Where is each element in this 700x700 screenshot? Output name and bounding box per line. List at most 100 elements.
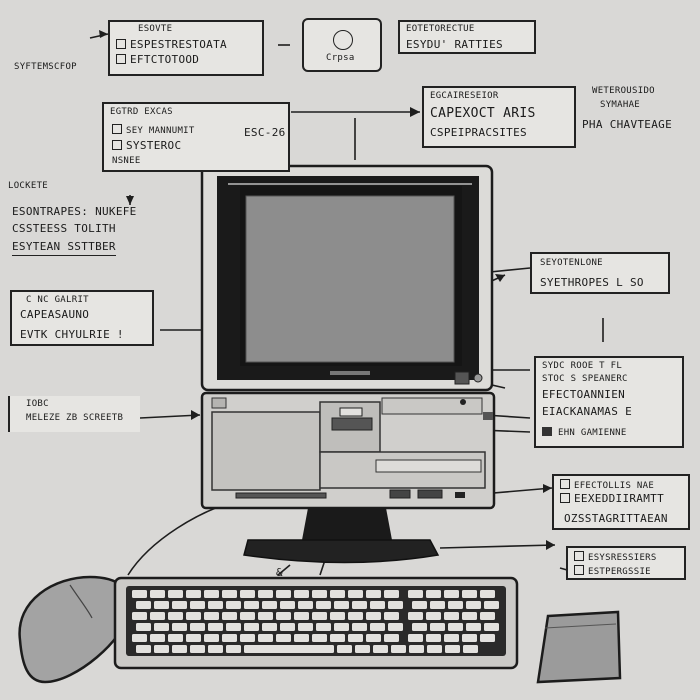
callout-top-left-line-3: EFTCTOTOOD [116, 53, 199, 66]
keyboard-key [370, 601, 385, 609]
keyboard-key [244, 601, 259, 609]
keyboard-key [348, 612, 363, 620]
callout-right-drive-line-3: EFECTOANNIEN [542, 388, 626, 401]
keyboard-key [172, 601, 187, 609]
keyboard-key [426, 590, 441, 598]
keyboard-key [204, 634, 219, 642]
keyboard-key [373, 645, 388, 653]
callout-mid-left-line-4: NSNEE [112, 156, 141, 166]
keyboard [113, 576, 519, 670]
keyboard-key [466, 623, 481, 631]
keyboard-key [430, 601, 445, 609]
keyboard-key [391, 645, 406, 653]
callout-top-center-text: Crpsa [326, 53, 355, 63]
keyboard-key [444, 634, 459, 642]
keyboard-key [186, 634, 201, 642]
callout-top-right-line-2: ESYDU' RATTIES [406, 38, 503, 51]
keyboard-key [312, 590, 327, 598]
keyboard-key [352, 623, 367, 631]
keyboard-key [258, 590, 273, 598]
callout-left-mouse: IOBC MELEZE ZB SCREETB [8, 396, 140, 432]
callout-mid-left-line-2: SEY MANNUMIT [112, 124, 195, 137]
keyboard-key [444, 590, 459, 598]
keyboard-key [150, 612, 165, 620]
keyboard-key [154, 623, 169, 631]
keyboard-key [208, 645, 223, 653]
keyboard-key [480, 612, 495, 620]
keyboard-key [190, 601, 205, 609]
keyboard-key [466, 601, 481, 609]
callout-far-right-line-2: SYMAHAE [600, 100, 641, 110]
keyboard-key [480, 634, 495, 642]
callout-right-bottom: ESYSRESSIERS ESTPERGSSIE [566, 546, 686, 580]
callout-right-drive-line-1: SYDC ROOE T FL [542, 361, 623, 371]
keyboard-key [298, 601, 313, 609]
label-lockete: LOCKETE [8, 181, 49, 191]
callout-left-memory: C NC GALRIT CAPEASAUNO EVTK CHYULRIE ! [10, 290, 154, 346]
keyboard-key [348, 590, 363, 598]
callout-top-right: EOTETORECTUE ESYDU' RATTIES [398, 20, 536, 54]
arrow-mark: & [276, 566, 283, 579]
keyboard-key [480, 590, 495, 598]
keyboard-key [262, 601, 277, 609]
keyboard-key [355, 645, 370, 653]
keyboard-key [352, 601, 367, 609]
keyboard-key [444, 612, 459, 620]
keyboard-key [240, 634, 255, 642]
keyboard-key [168, 590, 183, 598]
keyboard-key [348, 634, 363, 642]
keyboard-key [430, 623, 445, 631]
keyboard-key [186, 612, 201, 620]
keyboard-key [334, 601, 349, 609]
keyboard-key [409, 645, 424, 653]
keyboard-key [168, 634, 183, 642]
keyboard-key [312, 612, 327, 620]
keyboard-key [226, 623, 241, 631]
keyboard-key [484, 623, 499, 631]
keyboard-key [448, 601, 463, 609]
callout-left-storage-line-3: ESYTEAN SSTTBER [12, 240, 116, 256]
keyboard-key [226, 601, 241, 609]
keyboard-key [276, 590, 291, 598]
drive-icon [542, 427, 552, 436]
keyboard-key [136, 623, 151, 631]
keyboard-key [330, 590, 345, 598]
keyboard-key [190, 623, 205, 631]
callout-mid-left: EGTRD EXCAS SEY MANNUMIT SYSTEROC NSNEE … [102, 102, 290, 172]
callout-right-monitor: SEYOTENLONE SYETHROPES L SO [530, 252, 670, 294]
callout-right-keyboard-line-2: EEXEDDIIRAMTT [560, 492, 664, 505]
keyboard-key [330, 612, 345, 620]
keyboard-key [388, 601, 403, 609]
keyboard-key [222, 590, 237, 598]
keyboard-key [222, 634, 237, 642]
keyboard-key [412, 623, 427, 631]
monitor-stand [243, 508, 440, 564]
keyboard-key [172, 623, 187, 631]
keyboard-key [280, 601, 295, 609]
keyboard-key [462, 612, 477, 620]
keyboard-key [280, 623, 295, 631]
keyboard-key [204, 590, 219, 598]
keyboard-key [366, 590, 381, 598]
keyboard-key [334, 623, 349, 631]
callout-mid-left-line-3: SYSTEROC [112, 139, 181, 152]
keyboard-key [244, 645, 334, 653]
keyboard-key [154, 645, 169, 653]
keyboard-key [226, 645, 241, 653]
callout-right-drive-line-5: EHN GAMIENNE [542, 427, 627, 439]
callout-top-left-line-1: ESOVTE [138, 24, 173, 34]
keyboard-key [190, 645, 205, 653]
callout-mid-right-line-3: CSPEIPRACSITES [430, 126, 527, 139]
keyboard-key [408, 634, 423, 642]
keyboard-key [136, 645, 151, 653]
callout-top-left: ESOVTE ESPESTRESTOATA EFTCTOTOOD [108, 20, 264, 76]
keyboard-key [312, 634, 327, 642]
keyboard-key [337, 645, 352, 653]
keyboard-key [408, 590, 423, 598]
callout-right-bottom-line-2: ESTPERGSSIE [574, 565, 651, 578]
keyboard-key [244, 623, 259, 631]
keyboard-key [426, 612, 441, 620]
keyboard-key [462, 634, 477, 642]
keyboard-key [388, 623, 403, 631]
keyboard-key [262, 623, 277, 631]
